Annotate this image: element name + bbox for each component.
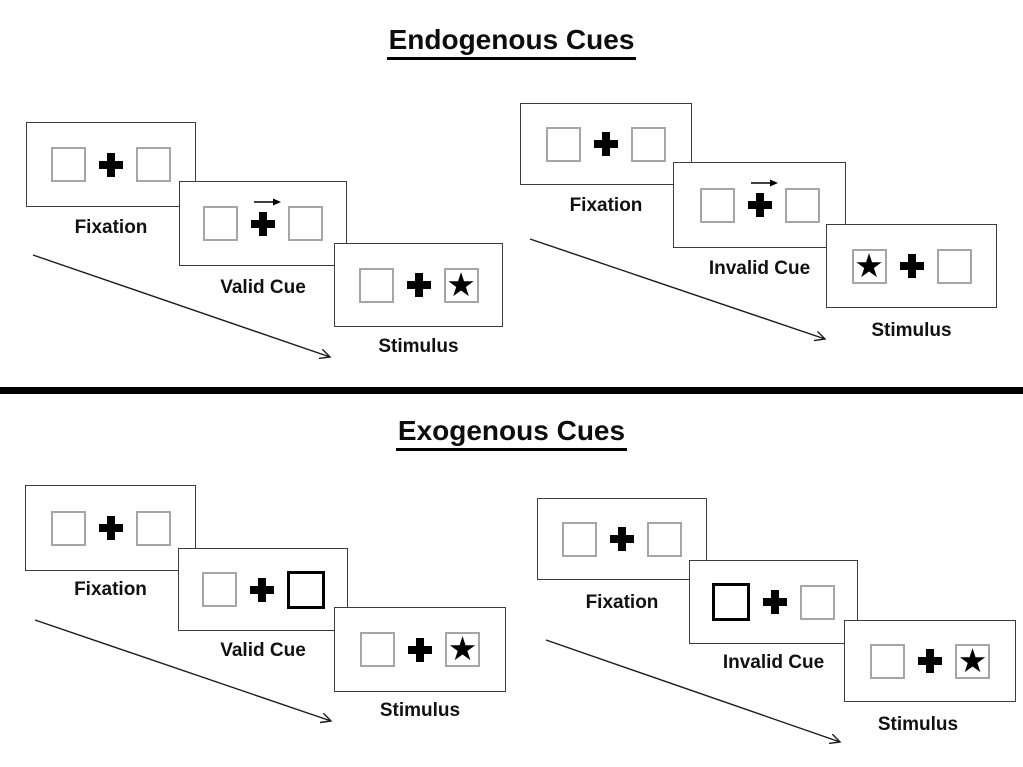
placeholder-box-right	[936, 248, 972, 284]
fixation-cross-icon	[406, 273, 431, 297]
star-icon: ★	[854, 246, 884, 284]
exo-valid-stimulus-label: Stimulus	[379, 700, 461, 721]
placeholder-box-left	[201, 572, 237, 607]
fixation-cross-icon	[899, 254, 924, 278]
placeholder-box-right	[647, 521, 682, 557]
placeholder-box-right	[288, 206, 323, 241]
exo-invalid-stimulus-panel: ★	[844, 620, 1016, 702]
placeholder-box-right	[800, 584, 835, 620]
stimulus-box-right: ★	[443, 265, 479, 303]
arrow-right-cue-icon	[254, 198, 281, 205]
endo-valid-fixation-panel	[26, 122, 196, 207]
placeholder-box-left	[870, 643, 905, 679]
endo-invalid-cue-label: Invalid Cue	[708, 258, 811, 279]
exo-invalid-cue-label: Invalid Cue	[722, 652, 825, 673]
stimulus-box-right: ★	[445, 632, 480, 667]
fixation-cross-stack	[406, 273, 431, 297]
exogenous-invalid-time-arrow	[545, 639, 840, 742]
section-title-endogenous: Endogenous Cues	[0, 24, 1023, 60]
endo-invalid-cue-panel	[673, 162, 846, 248]
exo-invalid-fixation-label: Fixation	[585, 592, 659, 613]
placeholder-box-left	[546, 126, 581, 162]
fixation-cross-stack	[98, 516, 123, 540]
section-divider-line	[0, 387, 1023, 394]
fixation-cross-icon	[98, 516, 123, 540]
section-title-exogenous-text: Exogenous Cues	[395, 415, 628, 451]
fixation-cross-icon	[763, 590, 787, 614]
placeholder-box-left	[358, 267, 394, 303]
fixation-cross-stack	[918, 649, 942, 673]
fixation-cross-stack	[899, 254, 924, 278]
endo-valid-cue-label: Valid Cue	[220, 277, 306, 298]
section-title-endogenous-text: Endogenous Cues	[386, 24, 637, 60]
exo-invalid-stimulus-label: Stimulus	[877, 714, 959, 735]
star-icon: ★	[957, 641, 988, 679]
endo-invalid-fixation-label: Fixation	[569, 195, 643, 216]
fixation-cross-icon	[408, 637, 432, 662]
exo-invalid-cue-panel	[689, 560, 858, 644]
placeholder-box-right	[135, 510, 171, 546]
endo-valid-stimulus-panel: ★	[334, 243, 503, 327]
placeholder-box-right	[631, 126, 666, 162]
endo-valid-cue-panel	[179, 181, 347, 266]
fixation-cross-icon	[610, 527, 634, 551]
placeholder-box-left	[50, 510, 86, 546]
exo-valid-cue-label: Valid Cue	[220, 640, 306, 661]
exogenous-valid-time-arrow	[34, 619, 331, 721]
bold-cue-box-right	[286, 570, 325, 609]
fixation-cross-icon	[918, 649, 942, 673]
placeholder-box-left	[699, 187, 735, 223]
fixation-cross-icon	[249, 577, 274, 602]
fixation-cross-icon	[251, 211, 275, 236]
star-icon: ★	[447, 630, 478, 667]
stimulus-box-right: ★	[955, 641, 990, 679]
placeholder-box-left	[360, 632, 395, 667]
fixation-cross-stack	[594, 132, 618, 156]
fixation-cross-stack	[249, 577, 274, 602]
fixation-cross-stack	[251, 198, 281, 236]
fixation-cross-icon	[99, 152, 123, 177]
bold-cue-box-left	[712, 583, 750, 621]
endogenous-invalid-time-arrow	[529, 238, 825, 339]
endo-valid-stimulus-label: Stimulus	[378, 336, 459, 357]
fixation-cross-icon	[594, 132, 618, 156]
placeholder-box-left	[51, 147, 86, 182]
stimulus-box-left: ★	[851, 246, 887, 284]
star-icon: ★	[446, 265, 476, 303]
exo-valid-stimulus-panel: ★	[334, 607, 506, 692]
endo-valid-fixation-label: Fixation	[74, 217, 148, 238]
fixation-cross-stack	[408, 637, 432, 662]
fixation-cross-stack	[610, 527, 634, 551]
endo-invalid-fixation-panel	[520, 103, 692, 185]
placeholder-box-right	[784, 187, 820, 223]
exo-valid-fixation-panel	[25, 485, 196, 571]
fixation-cross-stack	[99, 152, 123, 177]
section-title-exogenous: Exogenous Cues	[0, 415, 1023, 451]
placeholder-box-right	[136, 147, 171, 182]
endo-invalid-stimulus-panel: ★	[826, 224, 997, 308]
endogenous-valid-time-arrow	[32, 254, 330, 357]
placeholder-box-left	[203, 206, 238, 241]
exo-invalid-fixation-panel	[537, 498, 707, 580]
fixation-cross-stack	[747, 179, 778, 217]
exo-valid-fixation-label: Fixation	[74, 579, 147, 600]
endo-invalid-stimulus-label: Stimulus	[871, 320, 952, 341]
placeholder-box-left	[562, 521, 597, 557]
fixation-cross-stack	[763, 590, 787, 614]
exo-valid-cue-panel	[178, 548, 348, 631]
arrow-right-cue-icon	[750, 179, 778, 187]
fixation-cross-icon	[747, 193, 772, 217]
